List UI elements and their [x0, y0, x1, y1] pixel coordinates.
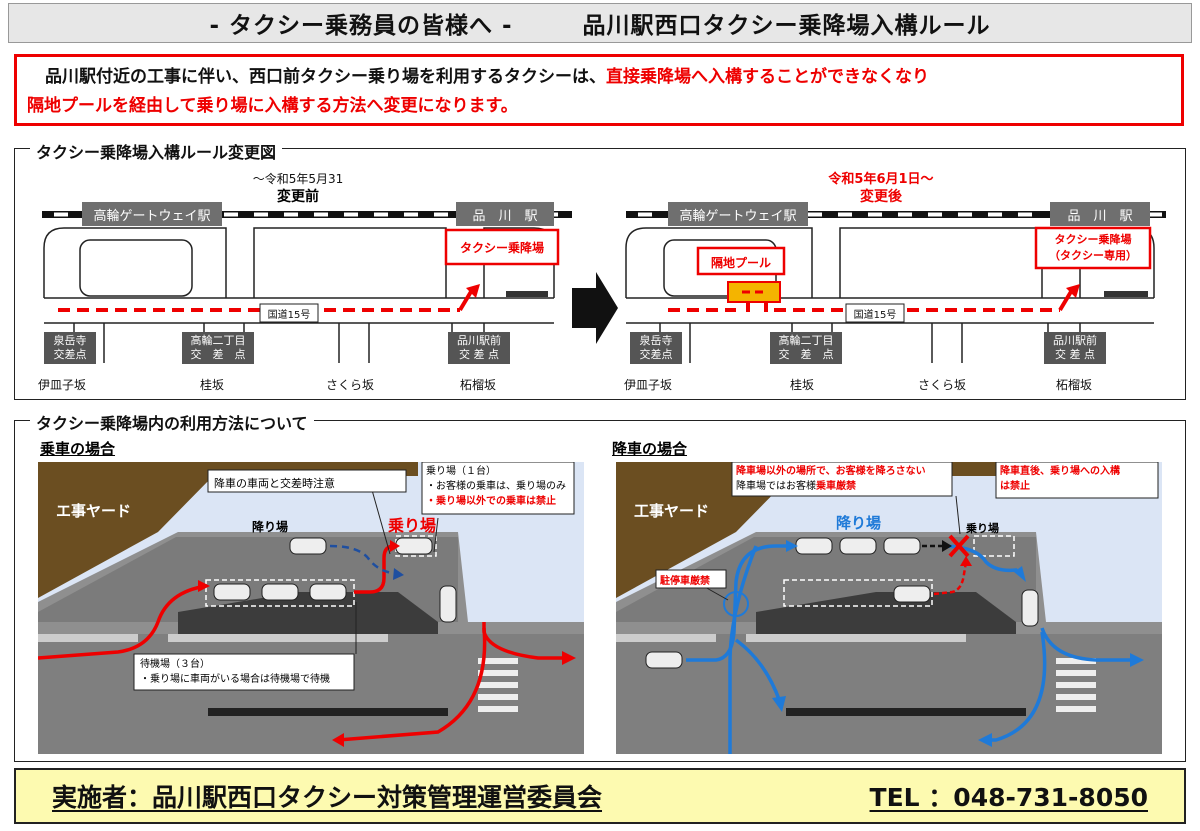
- ride-label-boarding: 乗り場: [388, 516, 437, 535]
- taxi-stand-after-label-2: （タクシー専用）: [1049, 249, 1137, 262]
- route-map-svg: [42, 202, 1166, 364]
- caution-box: [207, 469, 407, 493]
- slope-sakura-before: さくら坂: [326, 378, 375, 392]
- notice-box: 品川駅付近の工事に伴い、西口前タクシー乗り場を利用するタクシーは、直接乗降場へ入…: [14, 54, 1184, 126]
- pool-area: [727, 281, 781, 303]
- ride-rule-text: 乗り場（１台） ・お客様の乗車は、乗り場のみ ・乗り場以外での乗車は禁止: [426, 466, 566, 507]
- intersection-shinagawa-before: 品川駅前交 差 点: [457, 334, 501, 361]
- intersection-sengakuji-before: 泉岳寺交差点: [53, 334, 87, 361]
- intersection-takanawa2-after: 高輪二丁目交 差 点: [778, 334, 834, 361]
- slope-isarago-before: 伊皿子坂: [38, 378, 87, 392]
- no-parking-box: [655, 569, 727, 589]
- station-takanawa-after-label: 高輪ゲートウェイ駅: [679, 209, 797, 224]
- yard-alighting: [616, 462, 996, 598]
- footer-tel: TEL ：048-731-8050: [869, 783, 1148, 812]
- ride-label-alighting: 乗り場: [966, 522, 999, 535]
- map-section-title: タクシー乗降場入構ルール変更図: [30, 139, 283, 163]
- taxi-stand-before-label: タクシー乗降場: [459, 241, 544, 255]
- caution-text: 降車の車両と交差時注意: [214, 477, 335, 490]
- page-header: - タクシー乗務員の皆様へ - 品川駅西口タクシー乗降場入構ルール: [8, 3, 1192, 43]
- wait-rule-text: 待機場（３台） ・乗り場に車両がいる場合は待機場で待機: [140, 659, 330, 685]
- taxi-cars-alighting: [645, 537, 1039, 669]
- wait-rule-box: [133, 653, 355, 691]
- alighting-overlay: 工事ヤード 降車場以外の場所で、お客様を降ろさない 降車場ではお客様乗車厳禁 降…: [616, 462, 1162, 754]
- alight-warn1-text: 降車場以外の場所で、お客様を降ろさない 降車場ではお客様乗車厳禁: [736, 466, 926, 492]
- yard-boarding: [38, 462, 418, 598]
- before-label: 変更前: [277, 189, 319, 205]
- usage-panel: [14, 420, 1186, 762]
- no-parking-circle: [723, 591, 749, 617]
- slope-katsura-before: 桂坂: [200, 378, 225, 392]
- alight-warn1-box: [731, 462, 953, 497]
- yard-label-alighting: 工事ヤード: [634, 502, 710, 520]
- island-alighting: [756, 592, 1016, 634]
- notice-line1-red: 直接乗降場へ入構することができなくなり: [606, 67, 929, 87]
- station-shinagawa-before-label: 品 川 駅: [472, 209, 538, 224]
- notice-line2-red: 隔地プールを経由して乗り場に入構する方法へ変更になります。: [27, 96, 518, 116]
- crosswalk-boarding: [478, 658, 518, 712]
- before-period: ～令和5年5月31: [252, 172, 344, 186]
- station-takanawa-before-label: 高輪ゲートウェイ駅: [93, 209, 211, 224]
- station-takanawa-after: [668, 202, 808, 226]
- drop-label-alighting: 降り場: [836, 514, 882, 532]
- boarding-diagram: [38, 462, 584, 754]
- no-parking-label: 駐停車厳禁: [660, 576, 710, 587]
- pool-label: 隔地プール: [710, 256, 771, 270]
- rail-before: [42, 211, 572, 218]
- slope-sakura-after: さくら坂: [918, 378, 967, 392]
- alight-warn2-text: 降車直後、乗り場への入構 は禁止: [1000, 466, 1120, 492]
- change-arrow: [572, 272, 618, 344]
- intersection-shinagawa-after: 品川駅前交 差 点: [1053, 334, 1097, 361]
- alighting-title: 降車の場合: [612, 440, 688, 458]
- after-map: [625, 202, 1166, 364]
- taxi-cars-boarding: [213, 537, 457, 623]
- usage-section-title: タクシー乗降場内の利用方法について: [30, 410, 314, 434]
- taxi-stand-after-label-1: タクシー乗降場: [1054, 233, 1132, 246]
- after-label: 変更後: [860, 189, 902, 205]
- boarding-title: 乗車の場合: [40, 440, 116, 458]
- header-title: 品川駅西口タクシー乗降場入構ルール: [582, 13, 991, 39]
- ride-rule-box: [421, 462, 575, 515]
- station-shinagawa-after: [1050, 202, 1150, 226]
- header-left: - タクシー乗務員の皆様へ -: [209, 13, 513, 39]
- drop-label-boarding: 降り場: [252, 520, 289, 534]
- crosswalk-alighting: [1056, 658, 1096, 712]
- slope-zakuro-before: 柘榴坂: [460, 378, 497, 392]
- after-period: 令和5年6月1日～: [828, 172, 934, 187]
- rail-after: [626, 211, 1166, 218]
- island-boarding: [178, 592, 438, 634]
- notice-line1-black: 品川駅付近の工事に伴い、西口前タクシー乗り場を利用するタクシーは、: [45, 67, 606, 87]
- footer-org: 実施者：品川駅西口タクシー対策管理運営委員会: [52, 783, 603, 812]
- station-shinagawa-before: [456, 202, 554, 226]
- footer-banner: 実施者：品川駅西口タクシー対策管理運営委員会 TEL ：048-731-8050: [14, 768, 1186, 824]
- slope-zakuro-after: 柘榴坂: [1056, 378, 1093, 392]
- before-map: [42, 202, 572, 364]
- road-label-before: 国道15号: [267, 310, 311, 321]
- slope-katsura-after: 桂坂: [790, 378, 815, 392]
- station-shinagawa-after-label: 品 川 駅: [1067, 209, 1133, 224]
- prohibited-cross: [948, 534, 970, 558]
- alight-warn2-box: [995, 462, 1159, 499]
- map-panel: [14, 148, 1186, 400]
- slope-isarago-after: 伊皿子坂: [624, 378, 673, 392]
- alighting-diagram: [616, 462, 1162, 754]
- boarding-overlay: エ事ヤード 降車の車両と交差時注意 乗り場（１台） ・お客様の乗車は、乗り場のみ…: [38, 462, 584, 754]
- road-label-after: 国道15号: [853, 310, 897, 321]
- intersection-takanawa2-before: 高輪二丁目交 差 点: [190, 334, 246, 361]
- pool-label-box: [696, 246, 786, 276]
- station-takanawa-before: [82, 202, 222, 226]
- taxi-stand-before: [444, 228, 560, 266]
- taxi-stand-after: [1034, 226, 1152, 270]
- yard-label-boarding: エ事ヤード: [56, 502, 132, 520]
- intersection-sengakuji-after: 泉岳寺交差点: [639, 334, 673, 361]
